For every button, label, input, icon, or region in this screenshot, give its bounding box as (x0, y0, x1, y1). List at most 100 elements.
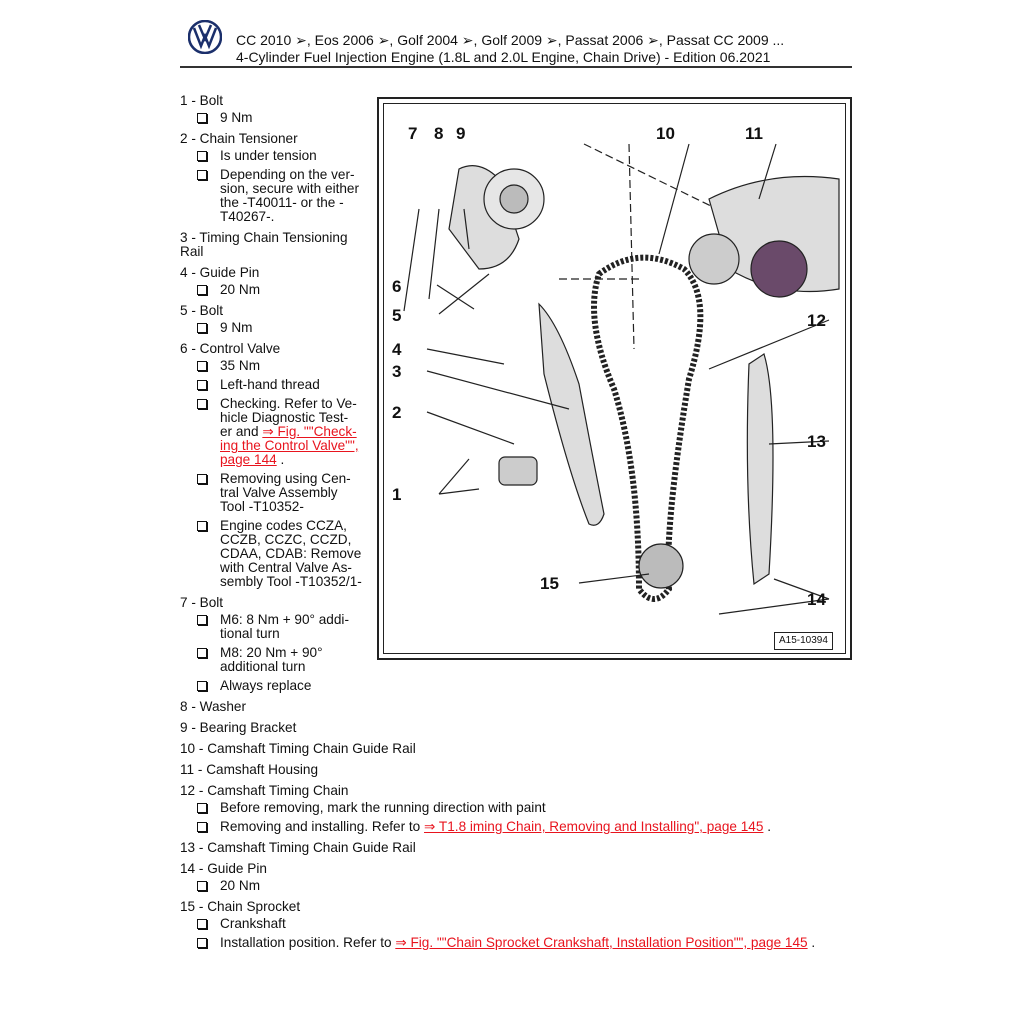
checkbox-bullet-icon (197, 615, 207, 625)
callout-6: 6 (392, 277, 401, 296)
sub-item: Depending on the ver- sion, secure with … (180, 168, 852, 224)
list-item: 1 - Bolt 9 Nm (180, 94, 852, 125)
checkbox-bullet-icon (197, 919, 207, 929)
header-subtitle: 4-Cylinder Fuel Injection Engine (1.8L a… (236, 49, 771, 65)
item-title: 5 - Bolt (180, 303, 224, 318)
item-title: 6 - Control Valve (180, 341, 281, 356)
list-item: 9 - Bearing Bracket (180, 721, 852, 735)
checkbox-bullet-icon (197, 648, 207, 658)
callout-3: 3 (392, 362, 401, 381)
callout-4: 4 (392, 340, 402, 359)
callout-15: 15 (540, 574, 559, 593)
checkbox-bullet-icon (197, 361, 207, 371)
page-header: CC 2010 ➢, Eos 2006 ➢, Golf 2004 ➢, Golf… (180, 20, 852, 68)
checkbox-bullet-icon (197, 151, 207, 161)
callout-7: 7 (408, 124, 417, 143)
item-title: 1 - Bolt (180, 93, 224, 108)
sub-item-text: 20 Nm (220, 878, 261, 893)
sub-item-text: Is under tension (220, 148, 317, 163)
sub-item: M8: 20 Nm + 90° additional turn (180, 646, 852, 674)
sub-item: Left-hand thread (180, 378, 852, 392)
item-title: 3 - Timing Chain Tensioning Rail (180, 230, 348, 259)
sub-item-text: M6: 8 Nm + 90° addi- tional turn (220, 612, 349, 641)
list-item: 5 - Bolt 9 Nm (180, 304, 852, 335)
checkbox-bullet-icon (197, 399, 207, 409)
sub-item: 20 Nm (180, 283, 852, 297)
header-models: CC 2010 ➢, Eos 2006 ➢, Golf 2004 ➢, Golf… (236, 32, 785, 48)
sub-item-text: 20 Nm (220, 282, 261, 297)
item-title: 9 - Bearing Bracket (180, 720, 297, 735)
sub-item-suffix: . (276, 452, 285, 467)
timing-chain-diagram: 7 8 9 10 11 6 5 4 3 2 1 12 13 15 14 (392, 124, 840, 615)
sub-item: Always replace (180, 679, 852, 693)
sub-item-text: 35 Nm (220, 358, 261, 373)
sub-item: 20 Nm (180, 879, 852, 893)
sub-item-text: 9 Nm (220, 110, 253, 125)
item-title: 2 - Chain Tensioner (180, 131, 298, 146)
sub-item-text: Installation position. Refer to (220, 935, 396, 950)
checkbox-bullet-icon (197, 113, 207, 123)
sub-item: Engine codes CCZA, CCZB, CCZC, CCZD, CDA… (180, 519, 852, 589)
list-item: 14 - Guide Pin 20 Nm (180, 862, 852, 893)
sub-item: 35 Nm (180, 359, 852, 373)
parts-list: 7 8 9 10 11 6 5 4 3 2 1 12 13 15 14 A15-… (180, 94, 852, 957)
sub-item-text: Engine codes CCZA, CCZB, CCZC, CCZD, CDA… (220, 518, 362, 589)
sub-item: Is under tension (180, 149, 852, 163)
checkbox-bullet-icon (197, 474, 207, 484)
item-title: 11 - Camshaft Housing (180, 762, 319, 777)
exploded-view-figure: 7 8 9 10 11 6 5 4 3 2 1 12 13 15 14 A15-… (377, 97, 852, 660)
list-item: 13 - Camshaft Timing Chain Guide Rail (180, 841, 852, 855)
sub-item-text: M8: 20 Nm + 90° additional turn (220, 645, 323, 674)
checkbox-bullet-icon (197, 803, 207, 813)
callout-12: 12 (807, 311, 826, 330)
sub-item-text: Removing and installing. Refer to (220, 819, 425, 834)
item-title: 7 - Bolt (180, 595, 224, 610)
sub-item-text: Always replace (220, 678, 312, 693)
sub-item-suffix: . (763, 819, 771, 834)
sub-item-text: Depending on the ver- sion, secure with … (220, 167, 360, 224)
cross-reference-link[interactable]: ⇒ Fig. ""Chain Sprocket Crankshaft, Inst… (395, 935, 808, 950)
callout-14: 14 (807, 590, 826, 609)
cross-reference-link[interactable]: ⇒ Fig. ""Check- ing the Control Valve"",… (220, 424, 359, 467)
sub-item: Removing and installing. Refer to ⇒ T1.8… (180, 820, 852, 834)
sub-item-text: Crankshaft (220, 916, 286, 931)
item-title: 4 - Guide Pin (180, 265, 260, 280)
callout-9: 9 (456, 124, 465, 143)
checkbox-bullet-icon (197, 380, 207, 390)
checkbox-bullet-icon (197, 938, 207, 948)
sub-item: M6: 8 Nm + 90° addi- tional turn (180, 613, 852, 641)
sub-item: Removing using Cen- tral Valve Assembly … (180, 472, 852, 514)
list-item: 11 - Camshaft Housing (180, 763, 852, 777)
sub-item: Checking. Refer to Ve- hicle Diagnostic … (180, 397, 852, 467)
item-title: 10 - Camshaft Timing Chain Guide Rail (180, 741, 416, 756)
sub-item: 9 Nm (180, 111, 852, 125)
list-item: 8 - Washer (180, 700, 852, 714)
callout-11: 11 (745, 124, 763, 143)
checkbox-bullet-icon (197, 285, 207, 295)
checkbox-bullet-icon (197, 881, 207, 891)
callout-5: 5 (392, 306, 401, 325)
sub-item: 9 Nm (180, 321, 852, 335)
sub-item-text: Checking. Refer to Ve- hicle Diagnostic … (220, 396, 357, 439)
list-item: 10 - Camshaft Timing Chain Guide Rail (180, 742, 852, 756)
sub-item-text: Left-hand thread (220, 377, 320, 392)
sub-item-suffix: . (807, 935, 816, 950)
callout-13: 13 (807, 432, 826, 451)
list-item: 4 - Guide Pin 20 Nm (180, 266, 852, 297)
cross-reference-link[interactable]: ⇒ T1.8 iming Chain, Removing and Install… (424, 819, 764, 834)
item-title: 13 - Camshaft Timing Chain Guide Rail (180, 840, 416, 855)
sub-item-text: 9 Nm (220, 320, 253, 335)
checkbox-bullet-icon (197, 681, 207, 691)
checkbox-bullet-icon (197, 822, 207, 832)
sub-item: Installation position. Refer to ⇒ Fig. "… (180, 936, 852, 950)
item-title: 15 - Chain Sprocket (180, 899, 301, 914)
item-title: 8 - Washer (180, 699, 246, 714)
item-title: 14 - Guide Pin (180, 861, 267, 876)
sub-item-text: Before removing, mark the running direct… (220, 800, 546, 815)
